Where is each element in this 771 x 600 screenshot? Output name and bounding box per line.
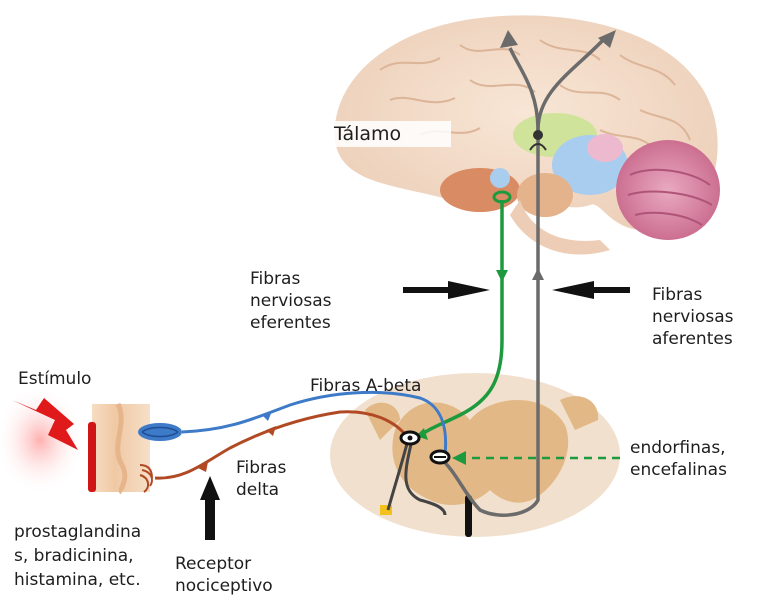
delta-label-line: Fibras — [236, 457, 286, 479]
efferent-label-line: Fibras — [250, 268, 332, 290]
afferent-label-line: Fibras — [652, 284, 734, 306]
efferent-pointer-arrow-icon — [403, 281, 490, 299]
afferent-fibers-label: Fibras nerviosas aferentes — [652, 284, 734, 350]
abeta-fibers-label: Fibras A-beta — [310, 375, 421, 397]
spinal-cord-gray-matter — [392, 400, 568, 505]
receptor-pointer-arrow-icon — [200, 476, 220, 540]
receptor-label: Receptor nociceptivo — [175, 553, 273, 597]
synapse-2 — [431, 451, 449, 463]
receptor-label-line: Receptor — [175, 553, 273, 575]
endorphins-label: endorfinas, encefalinas — [630, 437, 727, 481]
efferent-label-line: eferentes — [250, 312, 332, 334]
skin-area — [0, 385, 150, 495]
efferent-label-line: nerviosas — [250, 290, 332, 312]
afferent-pointer-arrow-icon — [552, 281, 630, 299]
brain-cerebellum — [616, 140, 720, 240]
delta-fibers-label: Fibras delta — [236, 457, 286, 501]
endorphins-label-line: encefalinas — [630, 459, 727, 481]
synapse-1 — [401, 432, 419, 444]
efferent-direction-arrow-icon — [496, 270, 508, 282]
afferent-label-line: aferentes — [652, 328, 734, 350]
mediators-label-line: prostaglandina — [14, 520, 141, 544]
afferent-label-line: nerviosas — [652, 306, 734, 328]
skin-red-layer — [88, 422, 96, 492]
endorphins-label-line: endorfinas, — [630, 437, 727, 459]
stimulus-label: Estímulo — [18, 368, 91, 390]
abeta-receptor — [138, 423, 182, 441]
mediators-label-line: histamina, etc. — [14, 568, 141, 592]
efferent-fibers-label: Fibras nerviosas eferentes — [250, 268, 332, 334]
delta-label-line: delta — [236, 479, 286, 501]
mediators-label-line: s, bradicinina, — [14, 544, 141, 568]
thalamus-label: Tálamo — [330, 121, 451, 147]
receptor-label-line: nociceptivo — [175, 575, 273, 597]
mediators-label: prostaglandina s, bradicinina, histamina… — [14, 520, 141, 592]
spinal-cord-section — [330, 373, 620, 537]
afferent-direction-arrow-icon — [532, 268, 544, 280]
